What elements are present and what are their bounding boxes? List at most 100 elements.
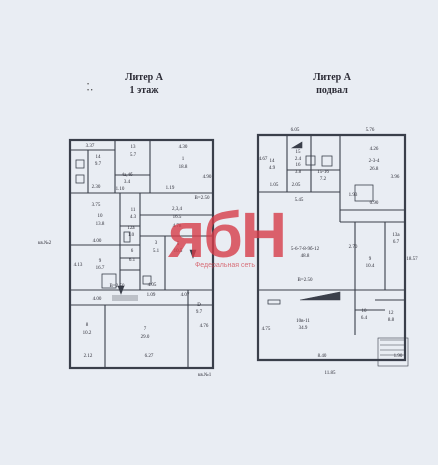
room-label: 5.7 [130, 153, 137, 158]
room-label: 13.8 [96, 222, 105, 227]
room-label: 6.05 [291, 128, 300, 133]
room-label: 10.4 [366, 264, 375, 269]
room-label: В=2.50 [110, 284, 125, 289]
room-label: 2.30 [92, 185, 101, 190]
room-label: 16.7 [96, 266, 105, 271]
room-label: 1.09 [147, 293, 156, 298]
room-label: 1.0 [128, 233, 135, 238]
room-label: 3 [155, 241, 158, 246]
room-label: 6.27 [145, 354, 154, 359]
room-label: 1.19 [166, 186, 175, 191]
left-plan-title-line2: 1 этаж [129, 85, 159, 96]
room-label: 5.45 [295, 198, 304, 203]
room-label: 11 [131, 208, 136, 213]
room-label: 5 [177, 242, 180, 247]
room-label: 10 [362, 309, 368, 314]
room-label: В=2.50 [298, 278, 313, 283]
room-label: 10.2 [83, 331, 92, 336]
room-label: 1.05 [270, 183, 279, 188]
room-label: 4.07 [181, 293, 190, 298]
room-label: 1.90 [394, 354, 403, 359]
room-label: D [197, 303, 201, 308]
room-label: 9 [99, 259, 102, 264]
room-label: 6.1 [129, 258, 136, 263]
room-label: 4.3 [130, 215, 137, 220]
room-label: 4.13 [74, 263, 83, 268]
room-label: 0.90 [370, 201, 379, 206]
room-label: 15 [296, 150, 302, 155]
left-plan-fixtures [75, 159, 152, 289]
room-label: 2.05 [292, 183, 301, 188]
room-label: 12 [389, 311, 395, 316]
room-label: 7.2 [320, 177, 327, 182]
room-label: 4.00 [93, 239, 102, 244]
room-label: 12а [127, 226, 135, 231]
room-label: 15-16 [317, 170, 329, 175]
room-label: 14 [270, 159, 276, 164]
room-label: 6 [131, 249, 134, 254]
left-plan-title: Литер А 1 этаж [104, 71, 184, 97]
left-plan-walls [68, 138, 215, 370]
room-label: 4.26 [370, 147, 379, 152]
left-plan-partitions [70, 140, 213, 368]
room-label: 5.76 [366, 128, 375, 133]
room-label: 9 [369, 257, 372, 262]
room-label: 29.0 [141, 335, 150, 340]
room-label: 16.5 [173, 215, 182, 220]
room-label: В=2.50 [195, 196, 210, 201]
right-plan-stairs [290, 141, 409, 367]
room-label: 3.8 [295, 170, 302, 175]
room-label: 6.4 [361, 316, 368, 321]
room-label: 1.93 [349, 193, 358, 198]
right-plan-title-line1: Литер А [313, 72, 351, 83]
room-label: 4.75 [262, 327, 271, 332]
left-plan-stair [112, 249, 197, 301]
room-label: 18.8 [179, 165, 188, 170]
watermark-logo: ябН [168, 199, 287, 271]
right-plan-fixtures [267, 155, 374, 305]
room-label: 1 [182, 157, 185, 162]
room-label: 8.40 [318, 354, 327, 359]
room-label: 2,3,4 [172, 207, 183, 212]
room-label: 13 [131, 145, 137, 150]
room-label: 8.8 [388, 318, 395, 323]
room-label: 2.4 [295, 157, 302, 162]
room-label: 4.00 [93, 297, 102, 302]
watermark-subtext: Федеральная сеть [194, 262, 256, 269]
right-plan-title-line2: подвал [316, 85, 348, 96]
room-label: 5-6-7-8-9б-12 [291, 247, 320, 252]
room-label: 9.7 [196, 310, 203, 315]
room-label: 18.57 [406, 257, 418, 262]
room-label: 3.75 [92, 203, 101, 208]
left-plan-title-line1: Литер А [125, 72, 163, 83]
room-label: 13а [392, 233, 400, 238]
room-label: 10 [98, 214, 104, 219]
room-label: 34.9 [299, 326, 308, 331]
room-label: 11.85 [324, 371, 336, 376]
dots-mark: • • • [87, 82, 93, 94]
room-label: 9.7 [95, 162, 102, 167]
right-plan-partitions [258, 135, 405, 335]
room-label: 4.67 [259, 157, 268, 162]
room-label: 4.90 [203, 175, 212, 180]
room-label: 8 [86, 323, 89, 328]
room-label: 26.8 [370, 167, 379, 172]
room-label: 10.5 [174, 249, 183, 254]
room-label: 4.30 [179, 145, 188, 150]
room-label: 3.37 [86, 144, 95, 149]
room-label: 4.78 [173, 224, 182, 229]
left-plan-bottom-label: кв.№1 [198, 372, 212, 378]
room-label: 2.70 [349, 245, 358, 250]
room-label: 2-3-4 [369, 159, 380, 164]
room-label: 5.1 [153, 249, 160, 254]
room-label: 1.10 [116, 187, 125, 192]
room-label: 6.7 [393, 240, 400, 245]
left-plan-side-label: кв.№2 [38, 240, 52, 246]
room-label: 7 [144, 327, 147, 332]
room-label: 10в-11 [296, 319, 310, 324]
room-label: 14 [96, 155, 102, 160]
room-label: 4а,4б [121, 173, 132, 178]
room-label: 4.76 [200, 324, 209, 329]
